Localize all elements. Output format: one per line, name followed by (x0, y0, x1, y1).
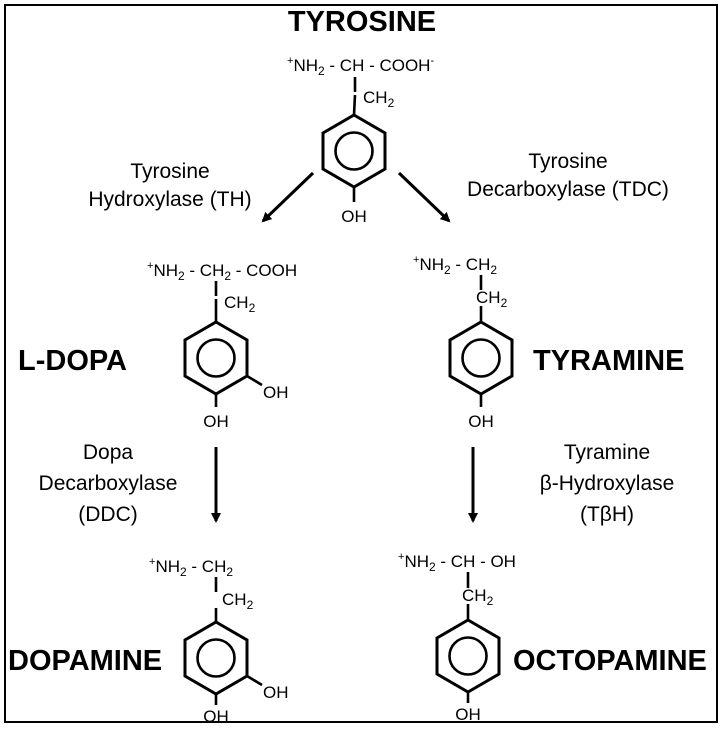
enzyme-tdc-label: Tyrosine Decarboxylase (TDC) (467, 150, 669, 201)
ldopa-title: L-DOPA (18, 345, 127, 377)
arrow-th (261, 171, 315, 223)
dopamine-oh-para: OH (203, 707, 229, 726)
enzyme-tbh-label: Tyramine β-Hydroxylase (TβH) (540, 441, 675, 526)
octopamine-title: OCTOPAMINE (513, 645, 707, 677)
tyrosine-benzene-ring (321, 113, 387, 189)
ldopa-chain: +NH2 - CH2 - COOH (147, 260, 297, 283)
tyramine-compound: +NH2 - CH2 CH2 OH TYRAMINE (413, 254, 684, 431)
dopamine-bond-oh-meta (246, 674, 263, 687)
svg-text:Hydroxylase (TH): Hydroxylase (TH) (88, 188, 251, 211)
octopamine-chain: +NH2 - CH - OH (398, 551, 516, 574)
diagram-frame (4, 4, 718, 723)
tyrosine-chain: +NH2 - CH - COOH- (287, 55, 434, 78)
svg-text:(TβH): (TβH) (580, 503, 634, 526)
ldopa-benzene-ring (183, 320, 249, 396)
tyrosine-bond-2 (352, 94, 357, 116)
dopamine-title: DOPAMINE (8, 645, 162, 677)
svg-text:Tyramine: Tyramine (564, 441, 650, 464)
tyramine-oh: OH (468, 412, 494, 431)
ldopa-ch2: CH2 (224, 293, 256, 315)
tyrosine-compound: TYROSINE +NH2 - CH - COOH- CH2 OH (287, 6, 436, 226)
tyramine-benzene-ring (448, 320, 514, 396)
dopamine-chain: +NH2 - CH2 (149, 556, 233, 579)
svg-text:Dopa: Dopa (83, 441, 134, 464)
ldopa-oh-para: OH (203, 412, 229, 431)
enzyme-ddc-label: Dopa Decarboxylase (DDC) (39, 441, 178, 526)
arrow-tdc (397, 171, 451, 223)
svg-text:Tyrosine: Tyrosine (130, 160, 209, 183)
octopamine-ch2: CH2 (462, 586, 494, 608)
tyrosine-title: TYROSINE (288, 6, 436, 38)
dopamine-compound: +NH2 - CH2 CH2 OH OH DOPAMINE (8, 556, 289, 726)
dopamine-benzene-ring (183, 620, 249, 696)
ldopa-oh-meta: OH (263, 383, 289, 402)
tyrosine-ch2: CH2 (363, 88, 395, 110)
octopamine-oh: OH (455, 705, 481, 724)
svg-text:Decarboxylase: Decarboxylase (39, 472, 178, 495)
ldopa-bond-oh-meta (246, 374, 263, 387)
svg-text:Tyrosine: Tyrosine (528, 150, 607, 173)
svg-text:Decarboxylase (TDC): Decarboxylase (TDC) (467, 178, 669, 201)
dopamine-oh-meta: OH (263, 683, 289, 702)
octopamine-benzene-ring (435, 618, 501, 694)
tyramine-ch2: CH2 (476, 288, 508, 310)
svg-text:(DDC): (DDC) (78, 503, 137, 526)
octopamine-compound: +NH2 - CH - OH CH2 OH OCTOPAMINE (398, 551, 707, 724)
svg-text:β-Hydroxylase: β-Hydroxylase (540, 472, 675, 495)
tyramine-title: TYRAMINE (533, 345, 684, 377)
dopamine-ch2: CH2 (222, 590, 254, 612)
enzyme-th-label: Tyrosine Hydroxylase (TH) (88, 160, 251, 211)
tyrosine-oh: OH (341, 207, 367, 226)
tyramine-chain: +NH2 - CH2 (413, 254, 497, 277)
ldopa-compound: +NH2 - CH2 - COOH CH2 OH OH L-DOPA (18, 260, 297, 431)
